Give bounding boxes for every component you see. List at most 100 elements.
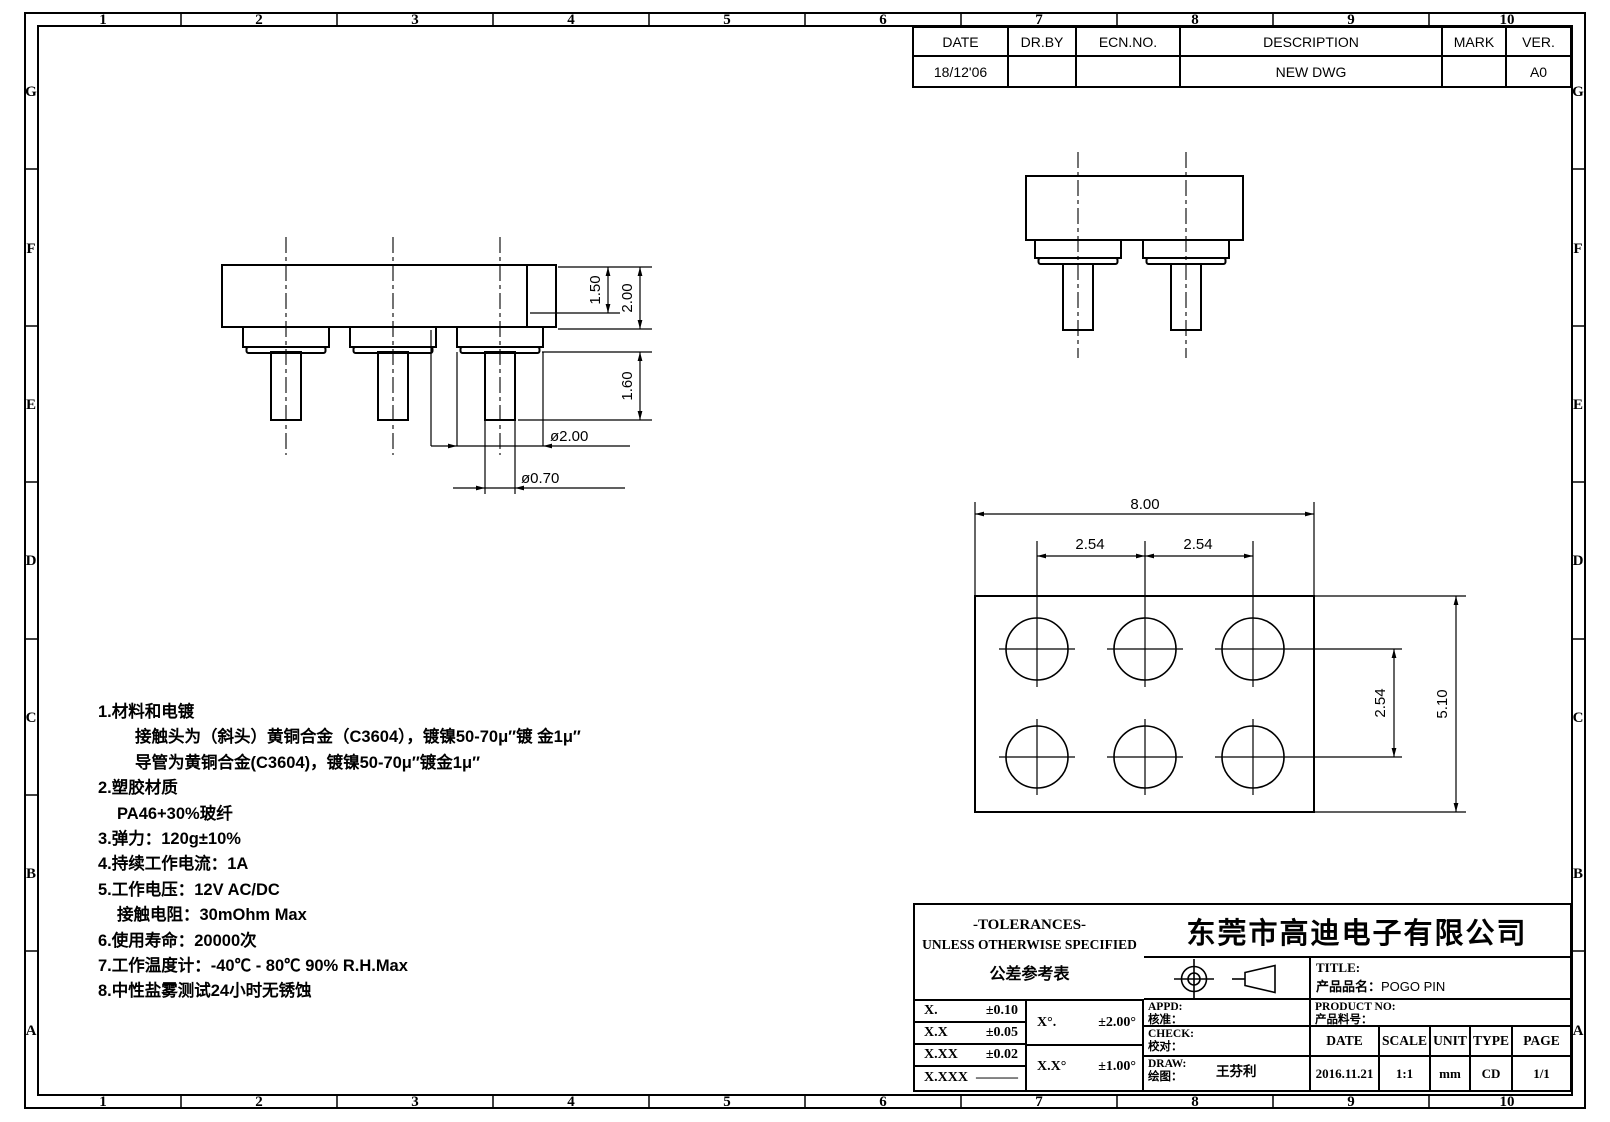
zone-label: 9 [1347,1094,1355,1110]
revision-ecn [1077,57,1181,86]
dim-label: 2.54 [1075,536,1104,553]
info-value-date: 2016.11.21 [1311,1057,1380,1090]
dim-label: 1.50 [587,275,604,304]
note-line: PA46+30%玻纤 [117,804,233,823]
info-value-type: CD [1471,1057,1513,1090]
revision-col-header: ECN.NO. [1077,28,1181,57]
tolerance-row: X. ±0.10 [915,1001,1025,1023]
tolerance-key: X.XXX [924,1070,968,1085]
tolerance-value: ±1.00° [1098,1059,1136,1074]
draw-label-cn: 绘图： [1148,1071,1183,1083]
zone-label: 10 [1500,12,1515,28]
tolerance-value: ±0.05 [985,1025,1018,1040]
product-no-label-cn: 产品料号： [1315,1014,1373,1026]
info-header-unit: UNIT [1431,1027,1471,1057]
zone-label: 1 [99,1094,107,1110]
dim-label: ø2.00 [550,428,588,445]
tolerance-key: X.XX [924,1047,958,1062]
zone-label: B [1573,866,1583,882]
zone-label: D [1573,553,1584,569]
product-name: POGO PIN [1381,979,1446,994]
zone-label: 8 [1191,12,1199,28]
zone-label: 7 [1035,12,1043,28]
tolerance-row: X.XX ±0.02 [915,1045,1025,1067]
product-no-cell: PRODUCT NO: 产品料号： [1311,1000,1570,1027]
revision-version: A0 [1529,63,1548,80]
info-value-unit: mm [1431,1057,1471,1090]
zone-label: 10 [1500,1094,1515,1110]
zone-label: 2 [255,1094,263,1110]
tolerance-angular-table: X°. ±2.00° X.X° ±1.00° [1027,1001,1144,1090]
zone-label: F [26,241,35,257]
dim-label: 5.10 [1434,689,1451,718]
tolerance-row: X°. ±2.00° [1027,1001,1142,1046]
note-line: 8.中性盐雾测试24小时无锈蚀 [98,982,312,1001]
zone-labels-left: G F E D C B A [25,84,37,1039]
front-view-centerlines [285,237,501,455]
note-line: 导管为黄铜合金(C3604)，镀镍50-70μ″镀金1μ″ [135,753,480,772]
info-header-page: PAGE [1513,1027,1570,1057]
zone-label: 7 [1035,1094,1043,1110]
product-name-label: 产品品名： [1316,979,1382,994]
revision-table: DATE DR.BY ECN.NO. DESCRIPTION MARK VER.… [912,26,1572,88]
title-cell: TITLE: 产品品名：POGO PIN [1311,958,1570,1000]
zone-label: 5 [723,12,731,28]
tolerance-key: X°. [1037,1014,1057,1030]
note-line: 3.弹力：120g±10% [98,830,241,849]
draw-cell: DRAW: 绘图： 王芬利 [1144,1057,1311,1090]
tolerance-value: ±0.10 [985,1003,1018,1018]
revision-col-header: MARK [1443,28,1507,57]
appd-cell: APPD: 核准： [1144,1000,1311,1027]
top-view-dim-arrows [975,511,1459,812]
zone-labels-bottom: 1 2 3 4 5 6 7 8 9 10 [99,1094,1514,1110]
tolerance-key: X.X° [1037,1059,1067,1074]
draw-label-en: DRAW: [1148,1058,1187,1070]
check-label-en: CHECK: [1148,1028,1194,1040]
product-no-label-en: PRODUCT NO: [1315,1001,1396,1013]
dim-label: 2.54 [1372,688,1389,717]
drafter-name: 王芬利 [1216,1064,1257,1079]
front-view-dim-arrows [448,267,643,491]
side-view [1025,175,1244,331]
zone-label: E [1573,397,1583,413]
zone-label: E [26,397,36,413]
technical-notes: 1.材料和电镀 接触头为（斜头）黄铜合金（C3604），镀镍50-70μ″镀 金… [98,700,778,1005]
note-line: 6.使用寿命：20000次 [98,931,257,950]
revision-description: NEW DWG [1181,57,1443,86]
appd-label-en: APPD: [1148,1001,1183,1013]
first-angle-projection-icon [1174,959,1276,999]
revision-col-header: VER. [1507,28,1570,57]
zone-label: F [1573,241,1582,257]
zone-tick-marks [25,13,1585,1108]
tolerance-row: X.XXX ——— [915,1067,1025,1089]
dim-label: 2.00 [619,283,636,312]
zone-label: 1 [99,12,107,28]
note-line: 接触头为（斜头）黄铜合金（C3604），镀镍50-70μ″镀 金1μ″ [135,728,581,747]
info-value-page: 1/1 [1533,1065,1550,1081]
zone-label: 6 [879,1094,887,1110]
sheet-frame [24,12,1586,1109]
appd-label-cn: 核准： [1148,1014,1183,1026]
zone-label: 5 [723,1094,731,1110]
check-label-cn: 校对： [1148,1041,1183,1053]
projection-symbol-cell [1144,958,1311,1000]
note-line: 4.持续工作电流：1A [98,855,249,874]
zone-labels-right: G F E D C B A [1572,84,1584,1039]
zone-label: D [26,553,37,569]
dim-label: 2.54 [1183,536,1212,553]
top-view-crosshairs [999,541,1402,795]
front-view [221,264,557,421]
tolerance-value: ——— [976,1070,1018,1085]
tolerance-title: -TOLERANCES- [972,917,1087,933]
zone-label: 3 [411,1094,419,1110]
zone-label: G [25,84,37,100]
tolerance-subtitle: UNLESS OTHERWISE SPECIFIED [922,937,1137,952]
info-header-scale: SCALE [1380,1027,1431,1057]
revision-date: 18/12'06 [914,57,1009,86]
revision-drby [1009,57,1077,86]
note-line: 接触电阻：30mOhm Max [117,906,307,925]
zone-label: B [26,866,36,882]
tolerance-linear-table: X. ±0.10 X.X ±0.05 X.XX ±0.02 X.XXX ——— [915,1001,1027,1090]
